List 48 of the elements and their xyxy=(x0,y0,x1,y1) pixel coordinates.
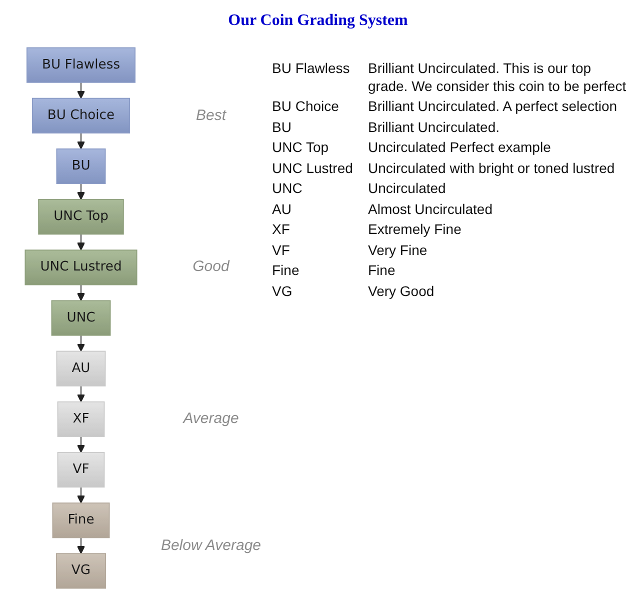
tier-label: Below Average xyxy=(160,536,262,554)
grade-code: UNC Top xyxy=(272,139,329,156)
arrow xyxy=(76,234,86,250)
grade-description: Uncirculated with bright or toned lustred xyxy=(368,160,615,177)
arrow xyxy=(76,486,86,504)
arrow xyxy=(76,82,86,99)
grade-box: AU xyxy=(56,350,106,386)
title: Our Coin Grading System xyxy=(228,12,408,29)
tier-label: Average xyxy=(183,410,239,428)
grade-code: UNC xyxy=(272,180,302,198)
grade-description: Uncirculated xyxy=(368,180,446,198)
grade-code: AU xyxy=(272,200,292,218)
grade-code: BU Flawless xyxy=(272,60,350,78)
grade-code: VF xyxy=(272,242,290,259)
grade-description: Very Fine xyxy=(368,242,428,259)
grade-code: BU Choice xyxy=(272,98,339,116)
grade-code: UNC Lustred xyxy=(272,160,353,177)
grade-box: BU Flawless xyxy=(26,47,136,83)
arrow xyxy=(76,385,86,402)
grade-box: UNC xyxy=(51,300,111,336)
grade-description: Brilliant Uncirculated. This is our top grade. We consider this coin to be perfect xyxy=(368,60,628,95)
grade-description: Almost Uncirculated xyxy=(368,200,492,218)
arrow xyxy=(76,436,86,453)
grade-description: Extremely Fine xyxy=(368,221,462,238)
arrow xyxy=(76,537,86,554)
grade-box: BU xyxy=(56,148,106,184)
grade-code: XF xyxy=(272,221,290,238)
grade-description: Very Good xyxy=(368,282,434,300)
arrow xyxy=(76,334,86,352)
grade-code: BU xyxy=(272,118,292,136)
grade-box: XF xyxy=(57,401,105,437)
grade-box: VF xyxy=(57,452,105,488)
grade-description: Uncirculated Perfect example xyxy=(368,139,551,156)
grade-description: Brilliant Uncirculated. A perfect selection xyxy=(368,98,618,116)
arrow xyxy=(76,284,86,302)
tier-label: Good xyxy=(192,258,230,276)
grade-code: Fine xyxy=(272,262,300,280)
grade-box: UNC Lustred xyxy=(24,250,138,286)
grade-description: Brilliant Uncirculated. xyxy=(368,118,500,136)
tier-label: Best xyxy=(196,106,226,124)
grade-code: VG xyxy=(272,282,292,300)
grade-description: Fine xyxy=(368,262,396,280)
grade-box: UNC Top xyxy=(38,199,124,235)
grade-box: Fine xyxy=(52,502,110,538)
grade-box: VG xyxy=(56,553,106,589)
grade-box: BU Choice xyxy=(32,98,130,134)
arrow xyxy=(76,183,86,200)
arrow xyxy=(76,132,86,150)
